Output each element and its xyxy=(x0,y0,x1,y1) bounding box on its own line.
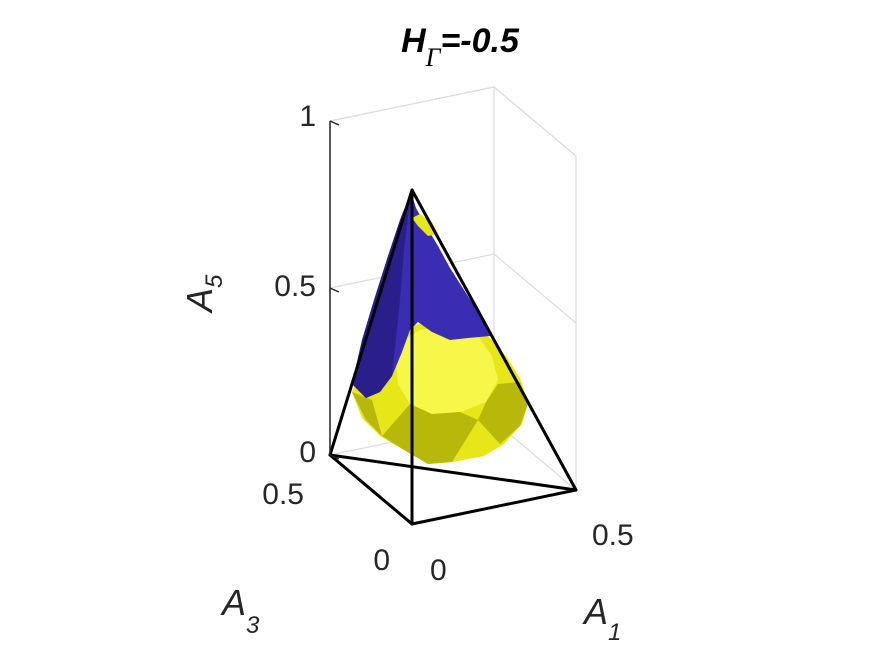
x-axis-label: A1 xyxy=(582,591,621,646)
grid-z-line-left-2 xyxy=(329,86,495,122)
z-axis-tick-2 xyxy=(329,120,340,126)
y-axis-label: A3 xyxy=(220,582,260,639)
simplex-edge-0 xyxy=(410,488,578,526)
x-axis-label-main: A xyxy=(582,591,608,632)
simplex-edge-4 xyxy=(410,188,578,492)
simplex-edge-5 xyxy=(328,188,414,457)
surface-yellow-highlight xyxy=(396,326,498,414)
surface-yellow-shade-left xyxy=(352,392,382,436)
z-axis-tick-0 xyxy=(329,454,340,460)
y-tick-label-0: 0 xyxy=(373,544,390,577)
x-tick-label-0: 0 xyxy=(430,554,447,587)
axes-lines xyxy=(329,120,340,460)
z-axis-label: A5 xyxy=(179,274,228,314)
surface-yellow-cap xyxy=(412,214,438,236)
simplex-edge-2 xyxy=(328,453,578,492)
z-axis-label-sub: 5 xyxy=(201,274,228,288)
simplex-edge-1 xyxy=(328,453,414,526)
z-axis-label-main: A xyxy=(179,288,220,314)
grid-z-line-right-2 xyxy=(493,86,577,157)
z-tick-label-1: 1 xyxy=(299,100,316,133)
x-axis-label-sub: 1 xyxy=(608,619,621,646)
simplex-edges xyxy=(328,188,578,526)
y-axis-label-sub: 3 xyxy=(246,612,260,639)
y-axis-label-main: A xyxy=(220,582,246,623)
x-tick-label-05: 0.5 xyxy=(592,519,634,552)
chart-title-rest: =-0.5 xyxy=(440,22,520,60)
surface-yellow-shade-right xyxy=(478,382,528,444)
surface-plot xyxy=(352,192,528,464)
chart-title-main: H xyxy=(401,22,427,60)
grid-z-line-right-1 xyxy=(493,253,577,324)
chart-title: HΓ=-0.5 xyxy=(401,22,520,72)
z-tick-label-0: 0 xyxy=(299,436,316,469)
surface-yellow-shade-bottom xyxy=(382,404,478,464)
chart-title-sub: Γ xyxy=(425,43,442,72)
y-tick-label-05: 0.5 xyxy=(262,478,304,511)
z-tick-label-05: 0.5 xyxy=(274,270,316,303)
z-axis-tick-1 xyxy=(329,287,340,293)
